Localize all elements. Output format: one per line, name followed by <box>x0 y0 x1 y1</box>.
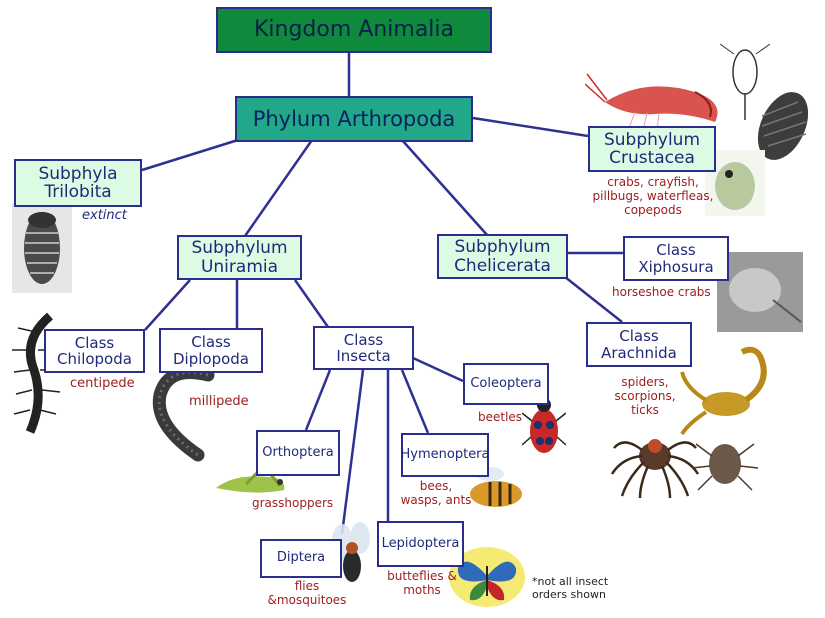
crustacea-note-line1: crabs, crayfish, <box>607 175 699 189</box>
edge-phylum-trilobita <box>141 138 239 172</box>
footnote: *not all insect orders shown <box>532 575 609 601</box>
lepidoptera-label: Lepidoptera <box>381 535 460 551</box>
tick-icon <box>691 443 759 491</box>
crustacea-line2: Crustacea <box>609 148 695 168</box>
insecta-line1: Class <box>343 330 384 349</box>
edge-phylum-uniramia <box>243 139 314 237</box>
orthoptera-label: Orthoptera <box>262 444 334 460</box>
horseshoe-crab-icon <box>717 252 803 332</box>
chilopoda-note: centipede <box>70 376 135 391</box>
diplopoda-line2: Diplopoda <box>173 349 249 368</box>
centipede-icon <box>12 312 63 434</box>
class-insecta-box: Class Insecta <box>313 326 414 370</box>
crustacea-note-line3: copepods <box>624 202 682 217</box>
pillbug-icon <box>757 92 809 160</box>
lepidoptera-note-line1: butteflies & <box>387 569 457 583</box>
lepidoptera-note: butteflies & moths <box>384 569 460 598</box>
trilobite-fossil-icon <box>12 203 72 293</box>
arachnida-note: spiders, scorpions, ticks <box>605 375 685 417</box>
beetle-icon <box>522 398 566 453</box>
diptera-note-line1: flies <box>294 579 320 593</box>
lepidoptera-note-line2: moths <box>403 582 441 597</box>
coleoptera-note: beetles <box>478 410 523 424</box>
edge-uniramia-insecta <box>293 279 330 328</box>
insecta-line2: Insecta <box>336 347 391 365</box>
chelicerata-line2: Chelicerata <box>454 255 551 276</box>
class-arachnida-box: Class Arachnida <box>586 322 692 367</box>
butterfly-icon <box>449 547 525 607</box>
edge-insecta-coleoptera <box>412 356 464 383</box>
hymenoptera-note: bees, wasps, ants <box>398 479 474 508</box>
grasshopper-icon <box>216 463 285 493</box>
xiphosura-note: horseshoe crabs <box>612 285 711 299</box>
order-orthoptera-box: Orthoptera <box>256 430 340 476</box>
order-hymenoptera-box: Hymenoptera <box>400 433 490 477</box>
class-xiphosura-box: Class Xiphosura <box>623 236 729 281</box>
subphylum-crustacea-box: Subphylum Crustacea <box>588 126 716 172</box>
shrimp-icon <box>585 73 718 131</box>
xiphosura-line1: Class <box>656 241 696 260</box>
edge-insecta-orthoptera <box>304 369 332 431</box>
arachnida-line1: Class <box>619 327 659 346</box>
edge-uniramia-chilopoda <box>144 279 191 331</box>
copepod-icon <box>720 43 770 120</box>
edge-phylum-crustacea <box>472 116 589 138</box>
trilobita-line2: Trilobita <box>44 182 112 202</box>
crustacea-line1: Subphylum <box>603 129 701 150</box>
edge-phylum-chelicerata <box>401 139 489 237</box>
class-diplopoda-box: Class Diplopoda <box>159 328 263 373</box>
subphylum-chelicerata-box: Subphylum Chelicerata <box>437 234 568 279</box>
diplopoda-line1: Class <box>191 333 231 352</box>
uniramia-line1: Subphylum <box>191 238 288 259</box>
subphylum-trilobita-box: Subphyla Trilobita <box>14 159 142 207</box>
class-chilopoda-box: Class Chilopoda <box>44 329 145 373</box>
chilopoda-line1: Class <box>74 333 115 352</box>
arachnida-note-line2: scorpions, <box>614 388 676 403</box>
order-diptera-box: Diptera <box>260 539 342 578</box>
subphylum-uniramia-box: Subphylum Uniramia <box>177 235 302 280</box>
arachnida-line2: Arachnida <box>601 343 677 362</box>
trilobita-line1: Subphyla <box>38 163 118 184</box>
millipede-icon <box>152 366 215 462</box>
diptera-note-line2: &mosquitoes <box>267 592 347 607</box>
phylum-label: Phylum Arthropoda <box>252 106 456 131</box>
chilopoda-line2: Chilopoda <box>57 350 132 368</box>
edge-chelicerata-arachnida <box>564 276 623 323</box>
edge-insecta-hymenoptera <box>400 369 430 434</box>
spider-icon <box>610 439 700 498</box>
arachnida-note-line1: spiders, <box>621 375 669 389</box>
crustacea-note: crabs, crayfish, pillbugs, waterfleas, c… <box>583 175 723 217</box>
trilobita-note: extinct <box>82 208 127 223</box>
phylum-arthropoda-box: Phylum Arthropoda <box>235 96 473 142</box>
footnote-line2: orders shown <box>532 587 606 601</box>
diplopoda-note: millipede <box>189 394 249 409</box>
hymenoptera-note-line2: wasps, ants <box>400 492 472 507</box>
scorpion-icon <box>680 346 767 436</box>
uniramia-line2: Uniramia <box>200 256 279 277</box>
order-coleoptera-box: Coleoptera <box>463 363 549 405</box>
hymenoptera-note-line1: bees, <box>419 479 453 493</box>
footnote-line1: *not all insect <box>532 575 609 588</box>
coleoptera-label: Coleoptera <box>470 375 542 391</box>
diptera-label: Diptera <box>276 550 326 566</box>
chelicerata-line1: Subphylum <box>454 237 551 258</box>
kingdom-label: Kingdom Animalia <box>253 17 455 43</box>
hymenoptera-label: Hymenoptera <box>400 446 490 462</box>
edge-insecta-diptera <box>340 369 365 535</box>
order-lepidoptera-box: Lepidoptera <box>377 521 464 567</box>
arachnida-note-line3: ticks <box>631 402 659 417</box>
crustacea-note-line2: pillbugs, waterfleas, <box>592 188 714 203</box>
kingdom-animalia-box: Kingdom Animalia <box>216 7 492 53</box>
xiphosura-line2: Xiphosura <box>638 257 714 276</box>
diptera-note: flies &mosquitoes <box>266 579 348 608</box>
orthoptera-note: grasshoppers <box>252 496 334 510</box>
